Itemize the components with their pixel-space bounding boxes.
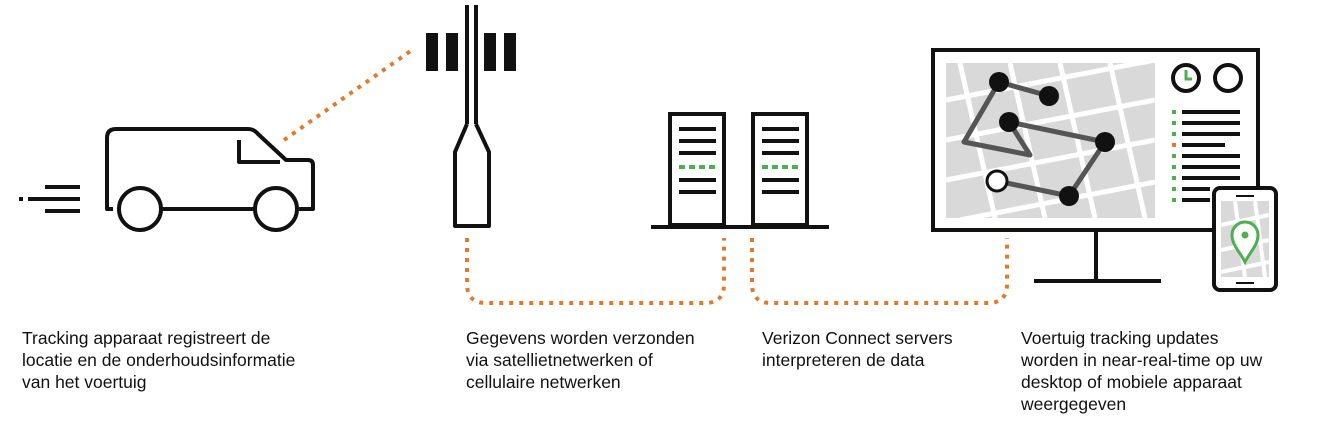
step-caption-display: Voertuig tracking updates worden in near… <box>1021 327 1262 415</box>
server-rack-icon <box>651 112 829 229</box>
caption-line: Voertuig tracking updates <box>1021 328 1219 348</box>
clock-icon <box>1171 63 1201 93</box>
signal-bars-icon <box>426 33 516 71</box>
caption-line: Gegevens worden verzonden <box>466 328 695 348</box>
cell-tower-icon <box>453 5 491 228</box>
monitor-icon <box>931 48 1260 283</box>
caption-line: weergegeven <box>1021 394 1127 414</box>
smartphone-icon <box>1212 186 1278 292</box>
server-to-monitor-link <box>750 238 1009 305</box>
list-lines <box>1172 110 1240 202</box>
caption-line: via satellietnetwerken of <box>466 350 653 370</box>
caption-line: worden in near-real-time op uw <box>1021 350 1263 370</box>
step-caption-tracking-device: Tracking apparaat registreert de locatie… <box>22 327 295 393</box>
step-caption-data-transmission: Gegevens worden verzonden via satellietn… <box>466 327 695 393</box>
tower-to-server-link <box>465 238 726 305</box>
status-circle-icon <box>1213 63 1243 93</box>
van-to-tower-link <box>282 48 414 142</box>
van-icon <box>105 127 315 232</box>
dotted-connectors <box>282 48 1009 305</box>
caption-line: cellulaire netwerken <box>466 372 621 392</box>
server-unit-left <box>668 112 726 227</box>
caption-line: Verizon Connect servers <box>762 328 953 348</box>
caption-line: Tracking apparaat registreert de <box>22 328 271 348</box>
motion-lines-icon <box>19 185 80 213</box>
server-unit-right <box>751 112 809 227</box>
route-map-icon <box>945 57 1156 223</box>
step-caption-servers: Verizon Connect servers interpreteren de… <box>762 327 953 371</box>
caption-line: van het voertuig <box>22 372 147 392</box>
caption-line: desktop of mobiele apparaat <box>1021 372 1242 392</box>
caption-line: interpreteren de data <box>762 350 925 370</box>
caption-line: locatie en de onderhoudsinformatie <box>22 350 296 370</box>
location-pin-icon <box>1230 220 1260 266</box>
